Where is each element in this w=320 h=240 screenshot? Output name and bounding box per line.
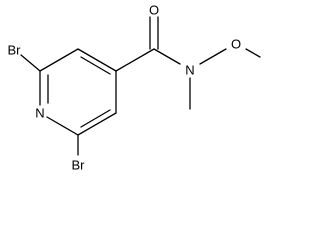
bond-c2-br-top: [20, 54, 41, 72]
bond-n-o-methoxy: [199, 48, 227, 65]
atom-label-n-amide: N: [185, 63, 194, 78]
bond-carbonyl-c-n: [153, 48, 181, 65]
atom-label-br-top: Br: [8, 43, 22, 58]
bond-o-methyl: [245, 48, 261, 58]
atom-label-o-methoxy: O: [231, 37, 241, 52]
atom-label-o-carbonyl: O: [149, 3, 159, 18]
bond-c5-c6-inner: [80, 109, 111, 128]
bond-c3-c4: [77, 48, 117, 72]
bond-c4-carbonyl-c: [115, 48, 155, 72]
atom-label-br-bottom: Br: [72, 158, 86, 173]
bond-c3-c4-inner: [80, 56, 111, 75]
atom-label-n-ring: N: [35, 106, 44, 121]
bond-c2-c3: [39, 48, 79, 72]
bond-c5-c6: [77, 112, 117, 136]
chemical-structure-diagram: Br N Br O N O: [8, 3, 261, 173]
bond-c6-n1: [46, 116, 79, 136]
